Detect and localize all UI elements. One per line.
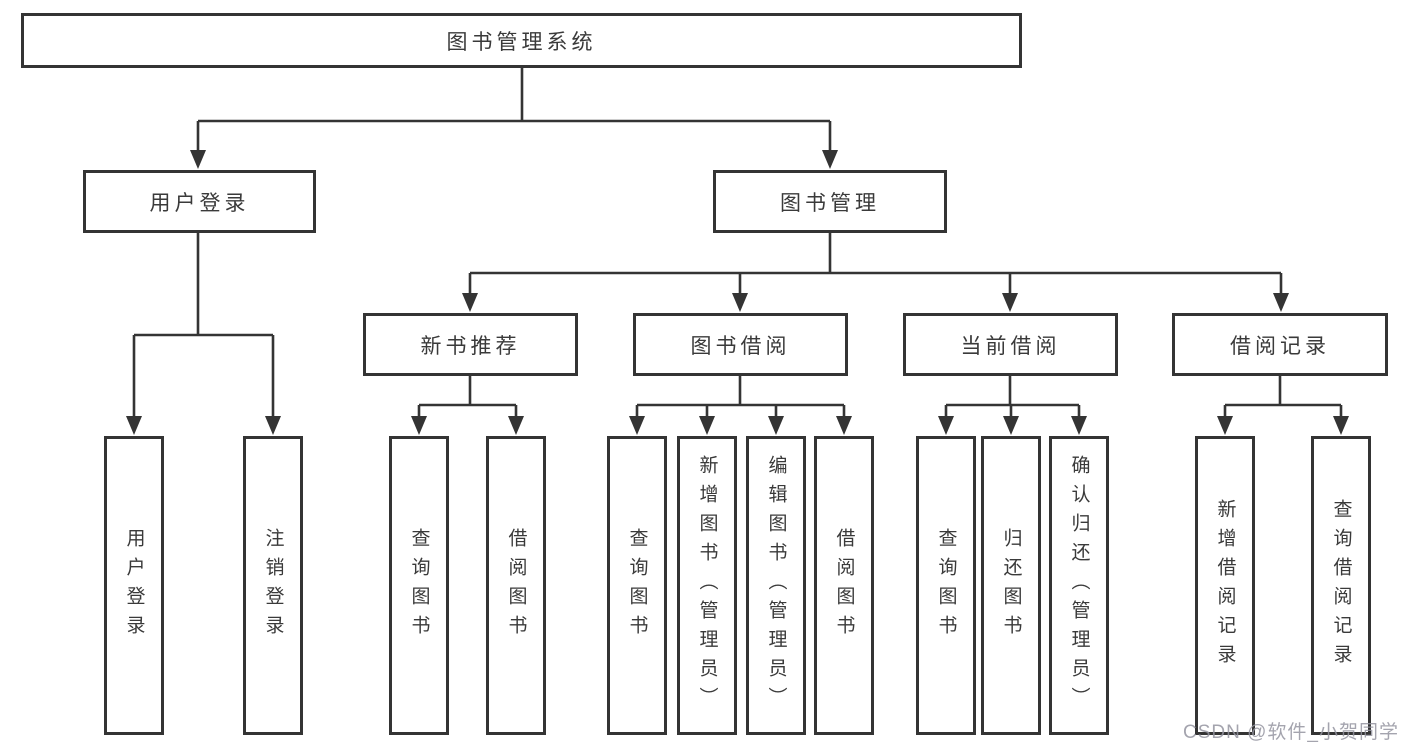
leaf-label: 新增图书（管理员）	[696, 455, 718, 716]
leaf-label: 查询借阅记录	[1330, 498, 1352, 673]
node-leaf-user-login: 用户登录	[104, 436, 164, 735]
node-leaf-add-books-admin: 新增图书（管理员）	[677, 436, 737, 735]
leaf-label: 查询图书	[626, 527, 648, 644]
node-leaf-query-books-1: 查询图书	[389, 436, 449, 735]
leaf-label: 归还图书	[1000, 527, 1022, 644]
node-leaf-confirm-return-admin: 确认归还（管理员）	[1049, 436, 1109, 735]
connector-user-login	[132, 233, 275, 417]
connector-book-management	[468, 233, 1283, 294]
leaf-label: 新增借阅记录	[1214, 498, 1236, 673]
node-borrowing-records: 借阅记录	[1172, 313, 1388, 376]
leaf-label: 查询图书	[408, 527, 430, 644]
node-new-book-recommendation: 新书推荐	[363, 313, 578, 376]
node-current-borrowing: 当前借阅	[903, 313, 1118, 376]
connector-borrow-records	[1223, 376, 1343, 417]
node-leaf-logout: 注销登录	[243, 436, 303, 735]
connector-book-borrow	[635, 376, 846, 417]
watermark: CSDN @软件_小贺同学	[1183, 722, 1399, 743]
arrowheads	[126, 150, 1349, 435]
node-leaf-add-borrow-record: 新增借阅记录	[1195, 436, 1255, 735]
leaf-label: 注销登录	[262, 527, 284, 644]
node-leaf-return-books: 归还图书	[981, 436, 1041, 735]
connector-current-borrow	[944, 376, 1081, 417]
node-leaf-edit-books-admin: 编辑图书（管理员）	[746, 436, 806, 735]
node-leaf-borrow-books-2: 借阅图书	[814, 436, 874, 735]
leaf-label: 用户登录	[123, 527, 145, 644]
node-leaf-query-books-3: 查询图书	[916, 436, 976, 735]
node-leaf-query-borrow-record: 查询借阅记录	[1311, 436, 1371, 735]
connector-root	[196, 68, 832, 151]
leaf-label: 借阅图书	[505, 527, 527, 644]
node-book-management: 图书管理	[713, 170, 947, 233]
leaf-label: 借阅图书	[833, 527, 855, 644]
node-root: 图书管理系统	[21, 13, 1022, 68]
leaf-label: 确认归还（管理员）	[1068, 455, 1090, 716]
leaf-label: 编辑图书（管理员）	[765, 455, 787, 716]
connector-new-book	[417, 376, 518, 417]
node-user-login: 用户登录	[83, 170, 316, 233]
node-leaf-borrow-books-1: 借阅图书	[486, 436, 546, 735]
node-book-borrowing: 图书借阅	[633, 313, 848, 376]
node-leaf-query-books-2: 查询图书	[607, 436, 667, 735]
leaf-label: 查询图书	[935, 527, 957, 644]
